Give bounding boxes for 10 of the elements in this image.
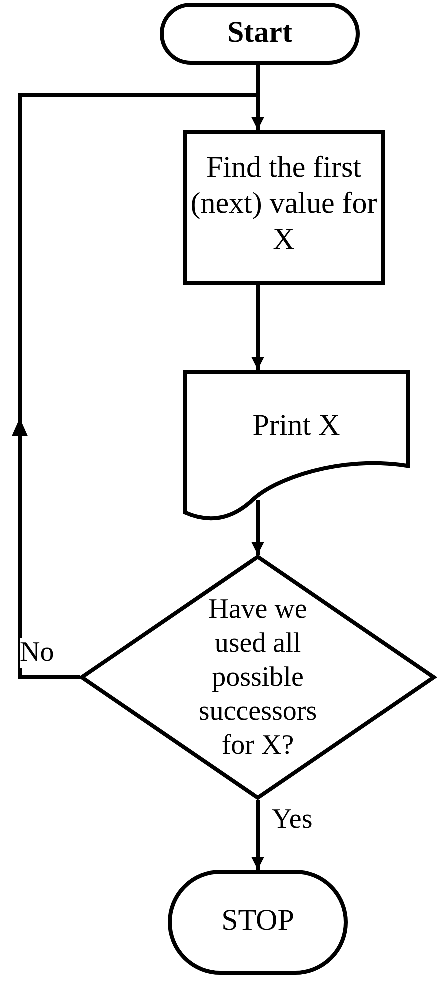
terminal-shape [160,3,360,65]
decision-diamond [80,555,436,800]
process-box [183,130,385,285]
node-label: STOP [220,903,296,939]
edge-label: No [20,638,54,668]
node-label: Find the first (next) value for X [190,150,378,258]
node-label: Have we used all possible successors for X? [198,593,318,763]
node-label: Start [226,15,294,51]
terminal-shape [168,870,348,975]
node-label: Print X [252,408,342,444]
